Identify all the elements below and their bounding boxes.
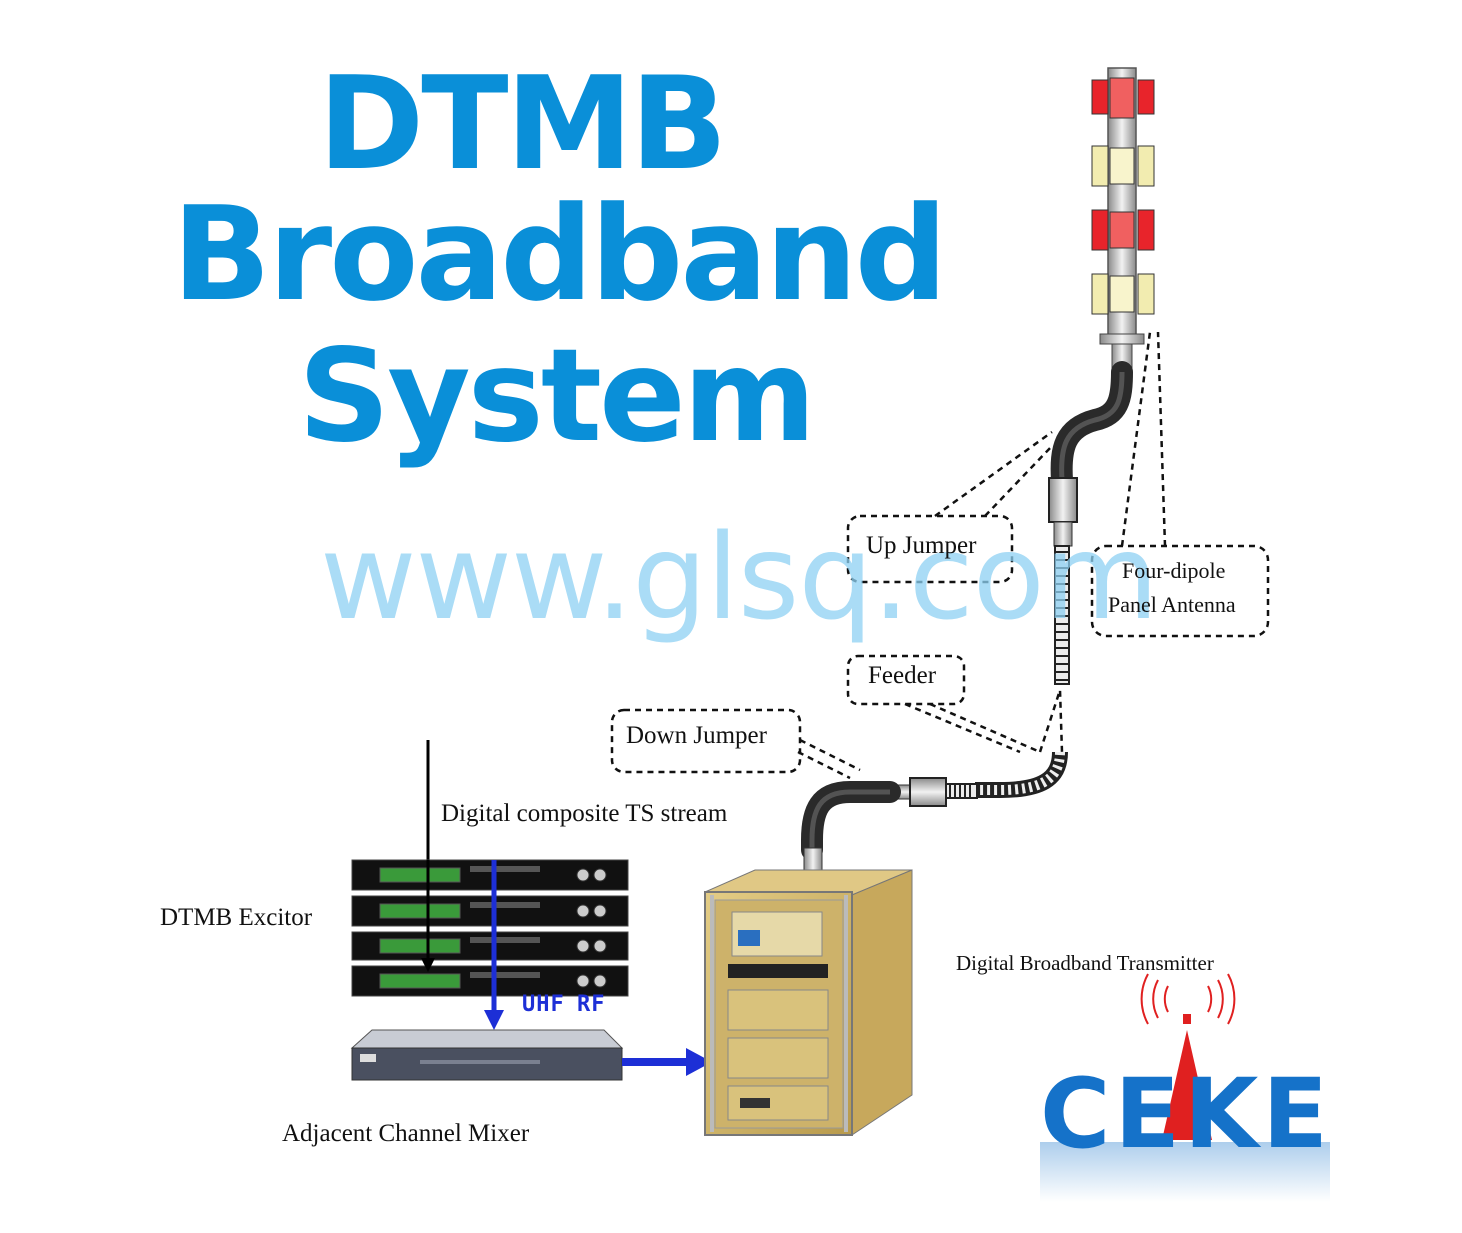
label-mixer: Adjacent Channel Mixer xyxy=(282,1120,530,1147)
callout-up-jumper xyxy=(846,514,1014,584)
label-dtmb-excitor: DTMB Excitor xyxy=(160,904,313,931)
ceke-logo xyxy=(1040,973,1330,1202)
callout-four-dipole xyxy=(1090,544,1270,638)
excitor-unit-4 xyxy=(351,965,629,997)
mixer-to-transmitter-arrow xyxy=(622,1048,712,1076)
excitor-unit-3 xyxy=(351,931,629,961)
title-line-3: System xyxy=(298,322,816,471)
callouts xyxy=(610,331,1270,780)
up-jumper-cable xyxy=(1050,361,1133,491)
label-up-jumper: Up Jumper xyxy=(866,532,977,559)
title-line-1: DTMB xyxy=(318,50,727,199)
dipole-red-2 xyxy=(1091,209,1155,251)
feeder-cable xyxy=(1054,545,1070,685)
transmitter-cabinet xyxy=(704,869,913,1136)
label-four-dipole-line2: Panel Antenna xyxy=(1108,592,1236,617)
four-dipole-antenna xyxy=(1091,67,1155,371)
dipole-red-1 xyxy=(1091,77,1155,119)
excitor-unit-1 xyxy=(351,859,629,891)
label-down-jumper: Down Jumper xyxy=(626,722,767,749)
label-feeder: Feeder xyxy=(868,662,937,689)
excitor-unit-2 xyxy=(351,895,629,927)
title-line-2: Broadband xyxy=(172,178,948,330)
label-four-dipole-line1: Four-dipole xyxy=(1122,558,1226,583)
label-uhf: UHF xyxy=(522,992,565,1017)
logo-text: CEKE xyxy=(1040,1058,1332,1170)
label-ts-stream: Digital composite TS stream xyxy=(441,800,728,827)
label-transmitter: Digital Broadband Transmitter xyxy=(956,951,1214,975)
lower-connector xyxy=(909,777,947,807)
dtmb-excitor-stack xyxy=(351,859,629,997)
label-rf: RF xyxy=(577,992,606,1017)
adjacent-channel-mixer xyxy=(350,1029,624,1081)
uhf-rf-arrow xyxy=(484,860,504,1030)
dipole-yellow-1 xyxy=(1091,145,1155,187)
dipole-yellow-2 xyxy=(1091,273,1155,315)
watermark-url: www.glsq.com xyxy=(320,508,1159,646)
